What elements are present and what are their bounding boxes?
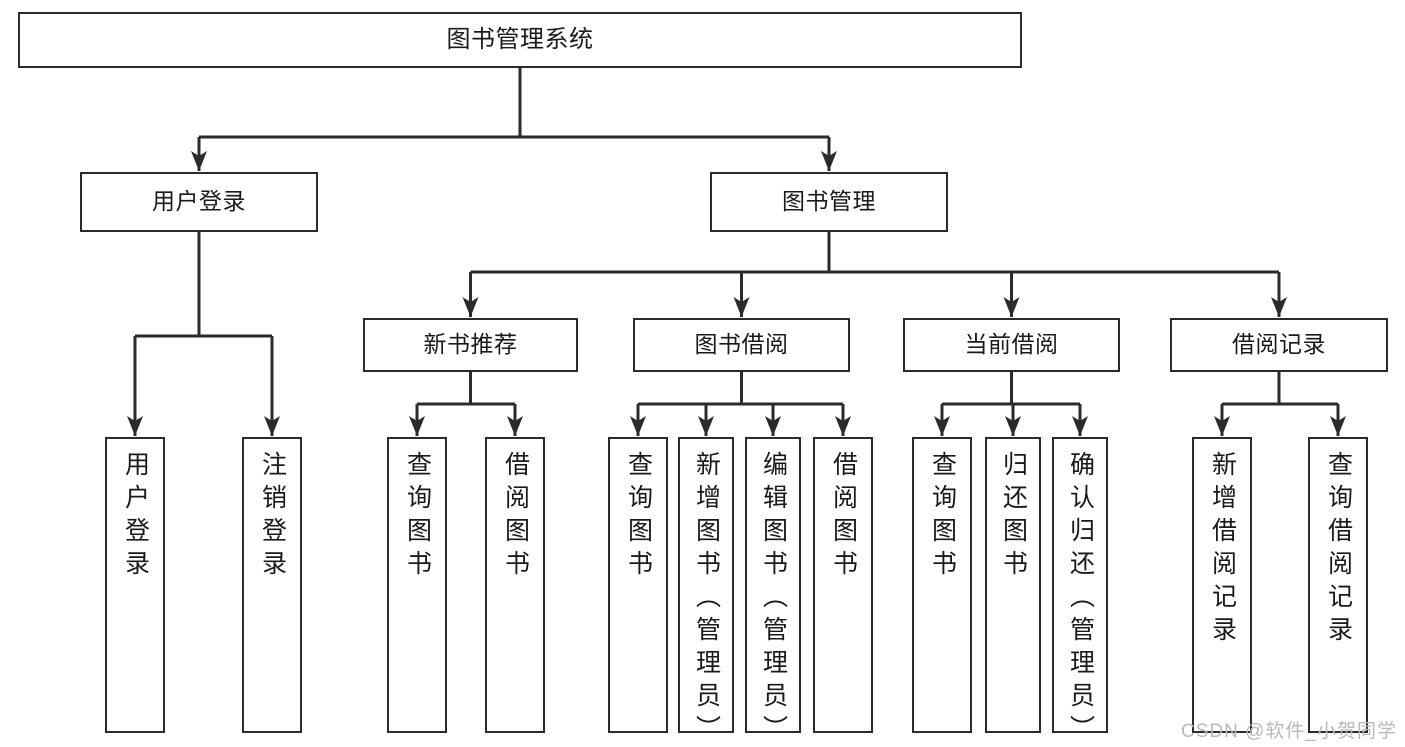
node-bookmgmt[interactable]: 图书管理: [710, 172, 948, 232]
node-label: 用户登录: [152, 188, 246, 215]
node-l-cu-c[interactable]: 确认归还（管理员）: [1052, 437, 1108, 747]
arrowhead: [1005, 416, 1021, 436]
node-l-rc-q[interactable]: 查询借阅记录: [1308, 437, 1368, 733]
node-label: 新增借阅记录: [1208, 451, 1237, 649]
node-label: 查询借阅记录: [1324, 451, 1353, 649]
node-label: 查询图书: [403, 451, 432, 583]
node-label: 归还图书: [999, 451, 1028, 583]
node-label: 图书管理系统: [446, 25, 594, 53]
arrowhead: [507, 416, 523, 436]
arrowhead: [1271, 297, 1287, 317]
node-label: 查询图书: [928, 451, 957, 583]
node-l-login[interactable]: 用户登录: [105, 437, 165, 733]
node-current[interactable]: 当前借阅: [903, 318, 1120, 372]
arrowhead: [698, 416, 714, 436]
arrowhead: [1330, 416, 1346, 436]
node-label: 查询图书: [624, 451, 653, 583]
arrowhead: [934, 416, 950, 436]
arrowhead: [835, 416, 851, 436]
arrowhead: [630, 416, 646, 436]
arrowhead: [765, 416, 781, 436]
node-label: 新书推荐: [423, 331, 518, 358]
node-l-cu-q[interactable]: 查询图书: [912, 437, 972, 733]
node-root[interactable]: 图书管理系统: [18, 12, 1022, 68]
node-l-bw-edit[interactable]: 编辑图书（管理员）: [745, 437, 801, 747]
node-newbook[interactable]: 新书推荐: [363, 318, 578, 372]
node-label: 编辑图书（管理员）: [759, 451, 788, 747]
node-label: 借阅记录: [1232, 331, 1326, 358]
node-l-bw-add[interactable]: 新增图书（管理员）: [678, 437, 734, 747]
node-l-nb-b[interactable]: 借阅图书: [485, 437, 545, 733]
node-label: 新增图书（管理员）: [692, 451, 721, 747]
node-label: 当前借阅: [964, 331, 1059, 358]
arrowhead: [462, 297, 479, 317]
node-label: 图书借阅: [694, 331, 789, 358]
arrowhead: [264, 416, 280, 436]
node-l-bw-b[interactable]: 借阅图书: [813, 437, 873, 733]
arrowhead: [127, 416, 143, 436]
node-l-logout[interactable]: 注销登录: [242, 437, 302, 733]
arrowhead: [1003, 297, 1020, 317]
node-label: 确认归还（管理员）: [1066, 451, 1095, 747]
node-label: 借阅图书: [501, 451, 530, 583]
node-borrow[interactable]: 图书借阅: [633, 318, 850, 372]
node-l-bw-q[interactable]: 查询图书: [608, 437, 668, 733]
arrowhead: [821, 151, 837, 171]
node-l-nb-q[interactable]: 查询图书: [387, 437, 447, 733]
node-l-rc-add[interactable]: 新增借阅记录: [1192, 437, 1252, 733]
watermark: CSDN @软件_小贺同学: [1181, 721, 1397, 742]
arrowhead: [1214, 416, 1230, 436]
arrowhead: [191, 151, 207, 171]
node-label: 用户登录: [121, 451, 150, 583]
node-records[interactable]: 借阅记录: [1170, 318, 1388, 372]
node-l-cu-r[interactable]: 归还图书: [985, 437, 1041, 733]
arrowhead: [409, 416, 425, 436]
node-label: 图书管理: [782, 188, 876, 215]
node-label: 借阅图书: [829, 451, 858, 583]
arrowhead: [733, 297, 750, 317]
node-label: 注销登录: [258, 451, 287, 583]
node-login[interactable]: 用户登录: [80, 172, 318, 232]
arrowhead: [1072, 416, 1088, 436]
